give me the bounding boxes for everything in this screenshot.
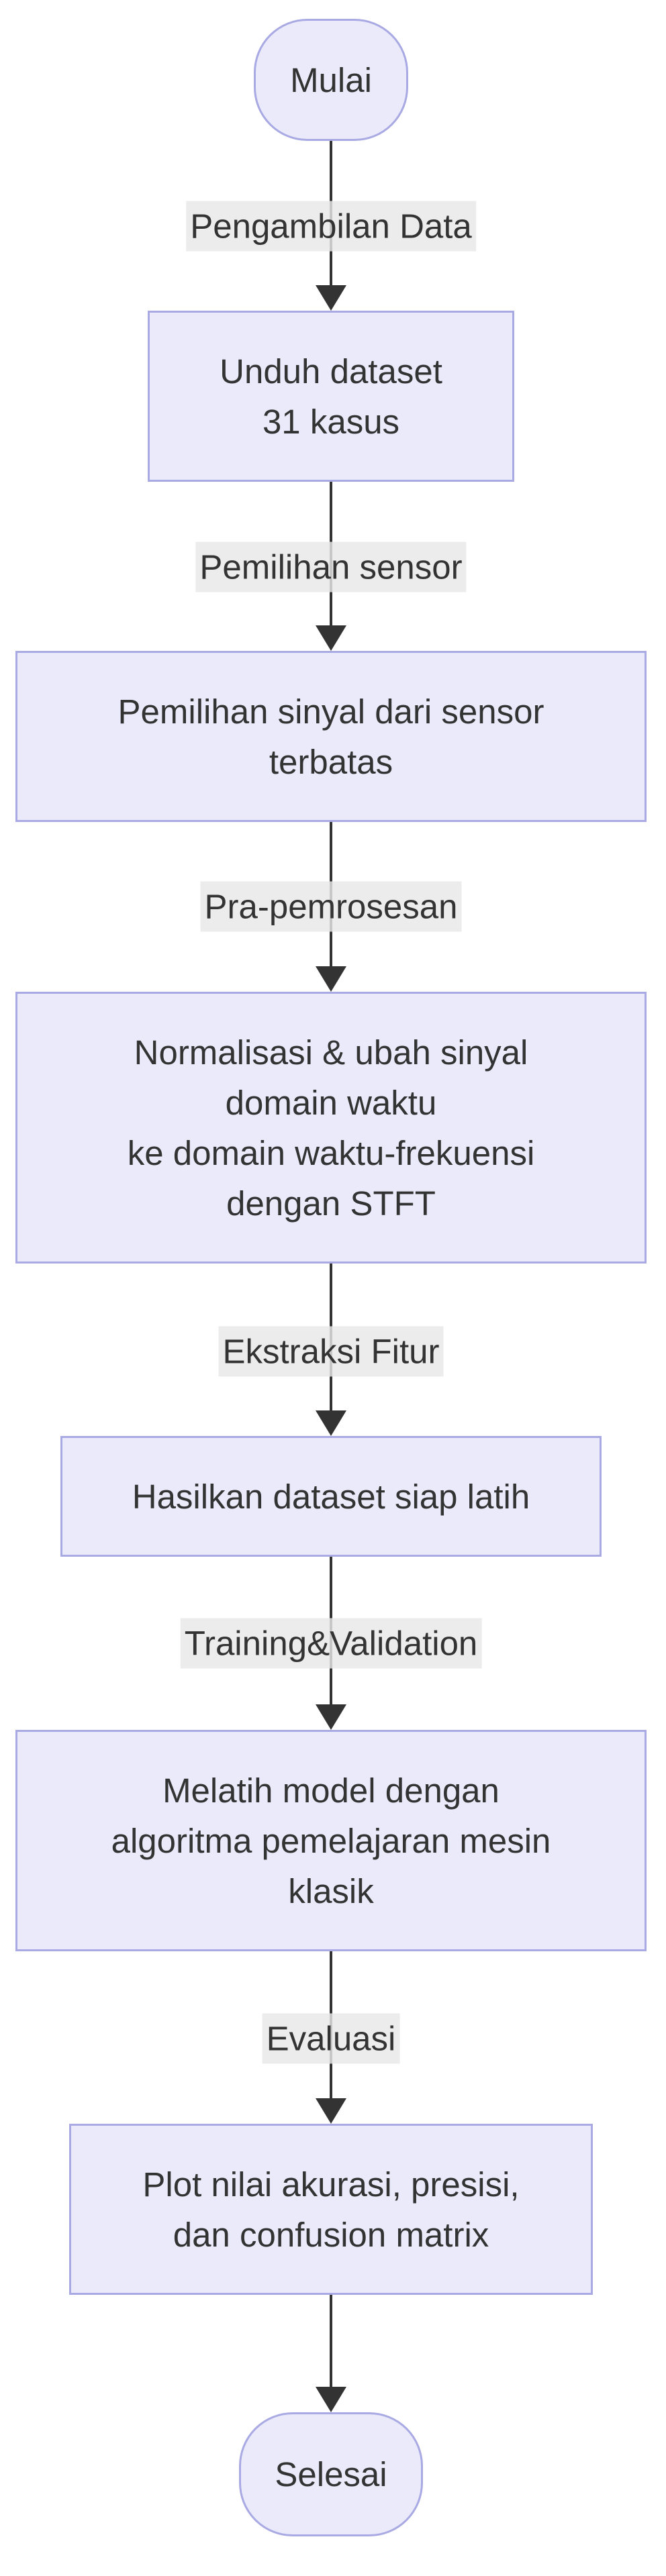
start-node: Mulai [254,19,408,141]
node-text-line: klasik [288,1871,374,1910]
process-node-plot-results: Plot nilai akurasi, presisi, dan confusi… [69,2124,593,2295]
arrowhead-icon [316,966,346,992]
edge-line-plot-to-end [330,2295,332,2387]
process-node-preprocessing-stft: Normalisasi & ubah sinyal domain waktu k… [15,992,647,1264]
process-node-sensor-signal-selection: Pemilihan sinyal dari sensor terbatas [15,651,647,822]
node-text-line: Melatih model dengan [162,1771,500,1810]
arrowhead-icon [316,2387,346,2412]
edge-label-ekstraksi-fitur: Ekstraksi Fitur [218,1326,444,1377]
edge-label-pengambilan-data: Pengambilan Data [186,201,476,252]
node-text-line: ke domain waktu-frekuensi [127,1133,535,1172]
node-text-line: Plot nilai akurasi, presisi, [142,2165,520,2204]
start-node-label: Mulai [290,60,372,99]
arrowhead-icon [316,285,346,311]
node-text-line: terbatas [269,742,393,781]
node-text-line: Normalisasi & ubah sinyal [134,1033,528,1072]
node-text-line: Pemilihan sinyal dari sensor [117,692,544,731]
node-text-line: domain waktu [225,1083,437,1122]
node-text-line: Hasilkan dataset siap latih [132,1477,530,1516]
edge-label-evaluasi: Evaluasi [262,2013,400,2064]
edge-label-pemilihan-sensor: Pemilihan sensor [195,542,467,593]
process-node-ready-dataset: Hasilkan dataset siap latih [60,1436,602,1557]
edge-label-pra-pemrosesan: Pra-pemrosesan [200,881,462,932]
edge-label-training-validation: Training&Validation [180,1618,482,1669]
arrowhead-icon [316,1704,346,1730]
arrowhead-icon [316,2098,346,2124]
node-text-line: 31 kasus [262,402,400,441]
end-node-label: Selesai [275,2455,387,2493]
arrowhead-icon [316,625,346,651]
end-node: Selesai [239,2412,423,2536]
process-node-train-model: Melatih model dengan algoritma pemelajar… [15,1730,647,1951]
arrowhead-icon [316,1410,346,1436]
node-text-line: algoritma pemelajaran mesin [111,1821,551,1860]
node-text-line: dengan STFT [226,1184,436,1223]
node-text-line: dan confusion matrix [173,2215,489,2254]
node-text-line: Unduh dataset [220,352,442,391]
process-node-download-dataset: Unduh dataset 31 kasus [148,311,514,482]
